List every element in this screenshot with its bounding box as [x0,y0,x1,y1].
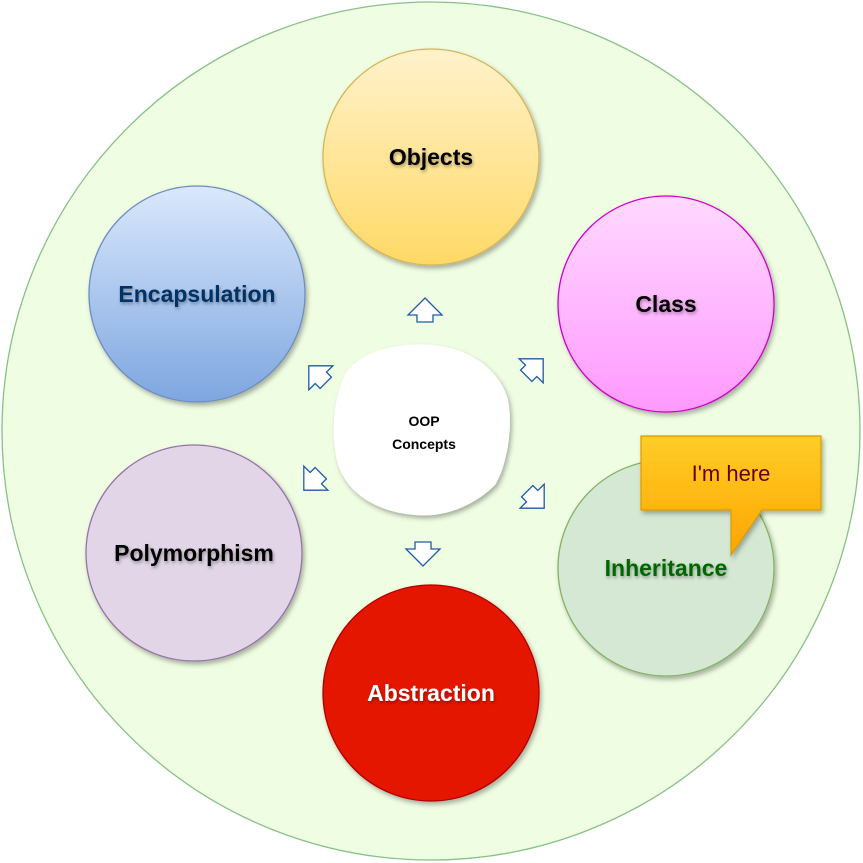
concept-circle [85,444,303,662]
concept-abstraction[interactable]: Abstraction [322,584,540,802]
arrow-to-class-icon [517,358,544,385]
concept-label: Class [635,291,696,317]
concept-label: Encapsulation [118,281,275,307]
concept-circle [557,195,775,413]
callout[interactable]: I'm here [640,435,822,557]
concept-label: Inheritance [605,555,728,581]
concept-circle [322,584,540,802]
concept-label: Objects [389,144,473,170]
concept-polymorphism[interactable]: Polymorphism [85,444,303,662]
concept-circle [322,48,540,266]
concept-objects[interactable]: Objects [322,48,540,266]
center-cloud[interactable] [333,344,510,516]
center-label-line1: OOP [408,413,439,429]
arrow-to-objects-icon [406,297,444,323]
arrow-to-encapsulation-icon [308,365,335,392]
concept-inheritance[interactable]: Inheritance [557,459,775,677]
center-label-line2: Concepts [392,436,456,452]
concept-class[interactable]: Class [557,195,775,413]
concept-label: Abstraction [367,680,495,706]
arrow-to-inheritance-icon [518,482,545,509]
concept-encapsulation[interactable]: Encapsulation [88,185,306,403]
concept-label: Polymorphism [114,540,274,566]
callout-label: I'm here [692,461,771,486]
arrow-to-abstraction-icon [404,541,442,567]
concept-circle [88,185,306,403]
arrow-to-polymorphism-icon [303,464,330,491]
